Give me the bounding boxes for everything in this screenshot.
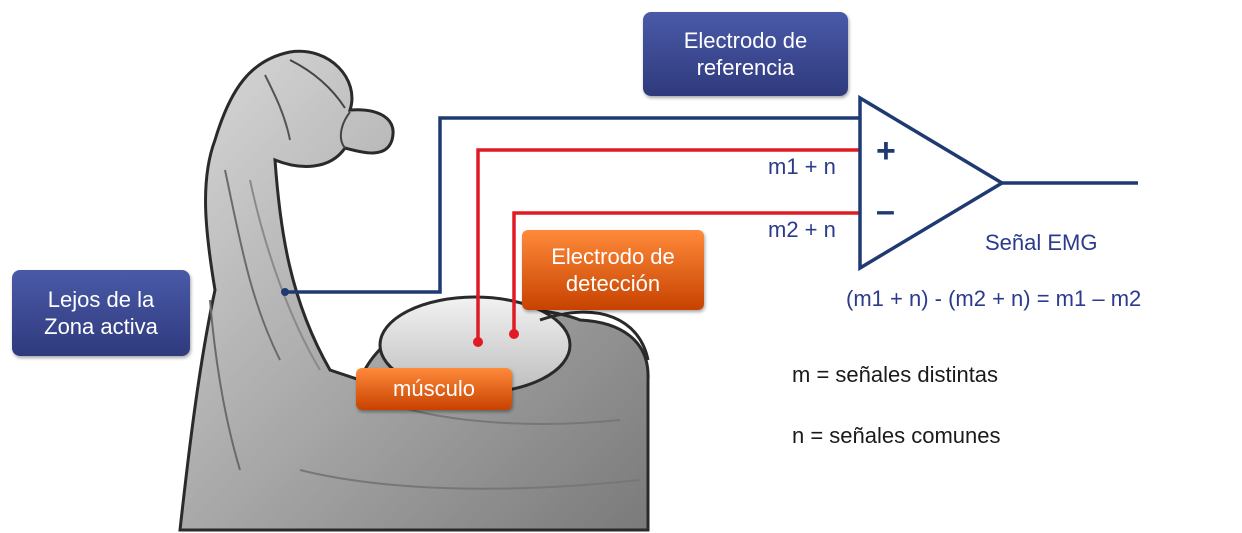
reference-wire xyxy=(285,116,860,294)
plus-input-label: m1 + n xyxy=(768,154,836,179)
reference-electrode-label: Electrodo de referencia xyxy=(643,12,848,96)
differential-amplifier-icon xyxy=(858,94,1138,272)
detection-wires xyxy=(476,148,860,342)
muscle-label: músculo xyxy=(356,368,512,410)
detection-electrode-dot-2 xyxy=(509,329,519,339)
far-zone-electrode-dot xyxy=(281,288,289,296)
legend-n: n = señales comunes xyxy=(792,423,1001,448)
legend-m: m = señales distintas xyxy=(792,362,999,387)
minus-input-label: m2 + n xyxy=(768,217,836,242)
detection-electrode-label: Electrodo de detección xyxy=(522,230,704,310)
minus-sign: – xyxy=(876,192,895,230)
equation-text: (m1 + n) - (m2 + n) = m1 – m2 xyxy=(846,286,1142,311)
plus-sign: + xyxy=(876,132,896,170)
detection-electrode-dot-1 xyxy=(473,337,483,347)
emg-signal-label: Señal EMG xyxy=(985,230,1098,255)
far-zone-label: Lejos de la Zona activa xyxy=(12,270,190,356)
